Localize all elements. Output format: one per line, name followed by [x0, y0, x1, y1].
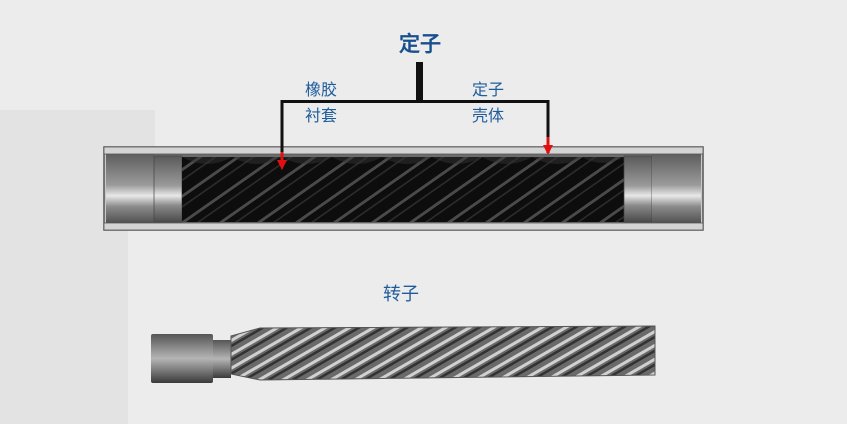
- leader-lines: [277, 62, 553, 170]
- left-end-cap: [106, 152, 154, 225]
- rubber-lining-label-line2: 衬套: [305, 106, 338, 125]
- rubber-lining-label-line1: 橡胶: [305, 80, 338, 99]
- stator-housing-label-line1: 定子: [472, 80, 505, 99]
- rotor-title: 转子: [383, 284, 419, 305]
- arrow-stator-housing: [543, 145, 553, 155]
- rubber-lining: [182, 157, 624, 222]
- right-end-cap: [652, 152, 701, 225]
- arrow-rubber-lining: [277, 160, 287, 170]
- rotor: [151, 325, 656, 383]
- stator-assembly: [103, 146, 704, 231]
- stator-housing-label-line2: 壳体: [472, 106, 505, 125]
- stator-title: 定子: [399, 32, 441, 56]
